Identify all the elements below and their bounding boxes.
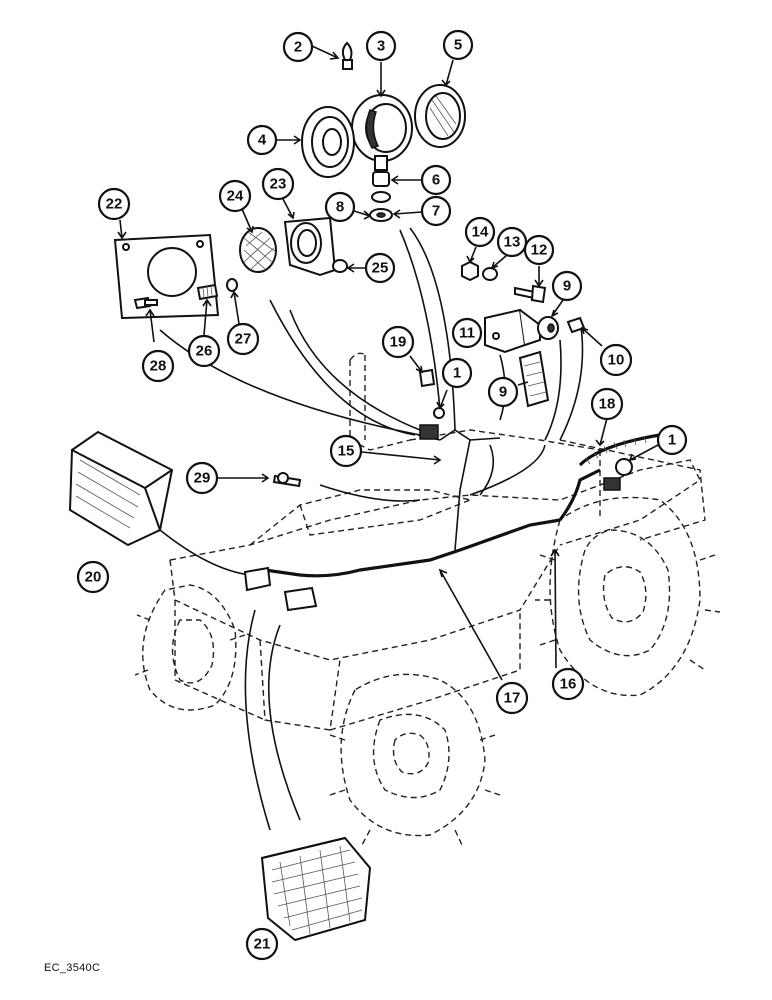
leader-arrows — [117, 45, 659, 681]
callout-label: 12 — [531, 242, 548, 259]
callout-label: 19 — [390, 334, 407, 351]
callout-label: 25 — [372, 260, 389, 277]
callout-label: 7 — [432, 203, 440, 220]
callout-27: 27 — [226, 322, 260, 356]
lamp-mount-bracket — [283, 216, 337, 277]
callout-17: 17 — [495, 681, 529, 715]
callout-label: 2 — [294, 39, 302, 56]
grommet-9 — [537, 316, 559, 340]
bulb-1-left — [419, 407, 445, 440]
callout-label: 23 — [270, 176, 287, 193]
spring-26 — [196, 283, 219, 301]
callout-label: 11 — [459, 325, 475, 342]
callout-label: 1 — [668, 432, 676, 449]
callout-21: 21 — [245, 927, 279, 961]
callout-label: 28 — [150, 358, 167, 375]
headlamp-housing — [351, 94, 413, 171]
callout-25: 25 — [364, 252, 396, 284]
washer-27 — [226, 278, 238, 292]
spacer-and-washers — [369, 171, 393, 222]
headlamp-bulb — [341, 41, 353, 70]
callout-8: 8 — [324, 191, 356, 223]
callout-label: 26 — [196, 343, 213, 360]
headlamp-lens — [414, 84, 466, 148]
bolt-12 — [514, 284, 547, 304]
nut-25 — [332, 259, 348, 273]
callout-15: 15 — [329, 434, 363, 468]
callout-9-bottom: 9 — [487, 376, 519, 408]
callout-12: 12 — [523, 234, 555, 266]
callout-10: 10 — [599, 343, 633, 377]
rear-lamp-housing-left — [243, 566, 272, 592]
callout-label: 9 — [563, 278, 571, 295]
washer-13 — [482, 267, 498, 281]
callout-label: 5 — [454, 37, 462, 54]
callout-5: 5 — [442, 29, 474, 61]
callout-label: 15 — [338, 443, 355, 460]
callout-29: 29 — [185, 461, 219, 495]
callout-7: 7 — [420, 195, 452, 227]
callout-22: 22 — [97, 187, 131, 221]
bulb-1-right — [603, 458, 633, 491]
callout-label: 8 — [336, 199, 344, 216]
callout-label: 9 — [499, 384, 507, 401]
grille — [239, 227, 277, 273]
callout-label: 4 — [258, 132, 267, 149]
callout-9-top: 9 — [551, 270, 583, 302]
atv-outline — [134, 352, 721, 846]
callout-13: 13 — [496, 226, 528, 258]
callout-23: 23 — [261, 167, 295, 201]
callout-label: 16 — [560, 676, 577, 693]
callout-label: 10 — [608, 352, 625, 369]
callout-28: 28 — [141, 349, 175, 383]
callout-26: 26 — [187, 334, 221, 368]
callout-20: 20 — [76, 560, 110, 594]
connector-19 — [418, 368, 436, 388]
callout-4: 4 — [246, 124, 278, 156]
nut-14 — [461, 260, 479, 282]
callout-label: 24 — [227, 188, 244, 205]
screw-28 — [133, 296, 158, 310]
callout-1-left: 1 — [441, 357, 473, 389]
callout-6: 6 — [420, 164, 452, 196]
corrugated-conduit-18 — [578, 433, 661, 467]
mounting-plate — [113, 233, 220, 320]
callout-14: 14 — [464, 216, 496, 248]
callout-label: 13 — [504, 234, 521, 251]
callout-1-right: 1 — [656, 424, 688, 456]
bracket-11 — [484, 308, 541, 354]
callout-2: 2 — [282, 31, 314, 63]
callout-label: 1 — [453, 365, 461, 382]
callout-label: 27 — [235, 331, 252, 348]
rear-lamp-housing-right — [283, 586, 318, 612]
reflector-9 — [518, 350, 550, 408]
callout-label: 14 — [472, 224, 489, 241]
callout-11: 11 — [451, 317, 483, 349]
callout-16: 16 — [551, 667, 585, 701]
callout-label: 22 — [106, 196, 123, 213]
callout-24: 24 — [218, 179, 252, 213]
callout-3: 3 — [365, 30, 397, 62]
callout-label: 21 — [254, 936, 271, 953]
callout-18: 18 — [590, 387, 624, 421]
callout-label: 20 — [85, 569, 102, 586]
bolt-29 — [272, 472, 302, 488]
callout-label: 17 — [504, 690, 521, 707]
callout-label: 3 — [377, 38, 385, 55]
headlamp-reflector — [301, 106, 355, 178]
callout-label: 18 — [599, 396, 616, 413]
rear-lamp-21 — [260, 836, 372, 942]
callout-label: 6 — [432, 172, 440, 189]
callout-19: 19 — [381, 325, 415, 359]
wiring-harness — [159, 227, 601, 831]
callout-label: 29 — [194, 470, 211, 487]
rear-lamp-20 — [68, 430, 174, 547]
drawing-reference-code: EC_3540C — [44, 962, 101, 974]
